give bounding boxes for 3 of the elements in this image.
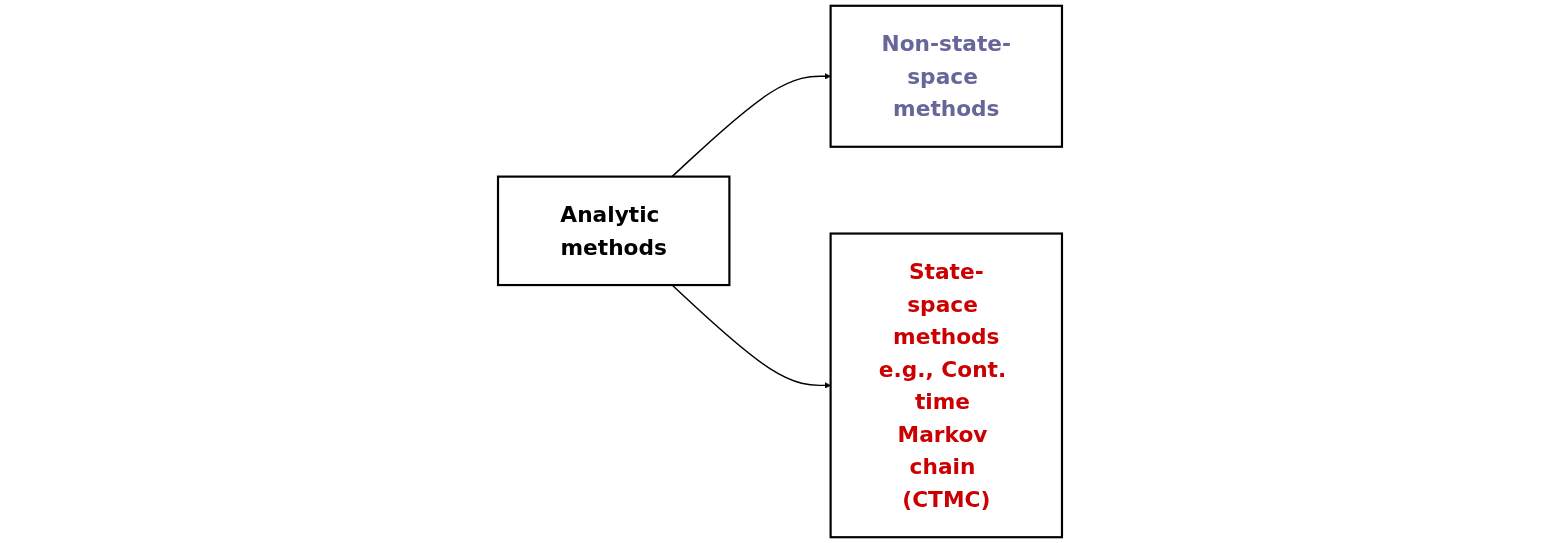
- node-box: State-space methods e.g., Cont. time Markov chain (CTMC): [829, 232, 1064, 539]
- node-box: Analytic methods: [496, 175, 731, 287]
- node-box: Non-state-space methods: [829, 4, 1064, 148]
